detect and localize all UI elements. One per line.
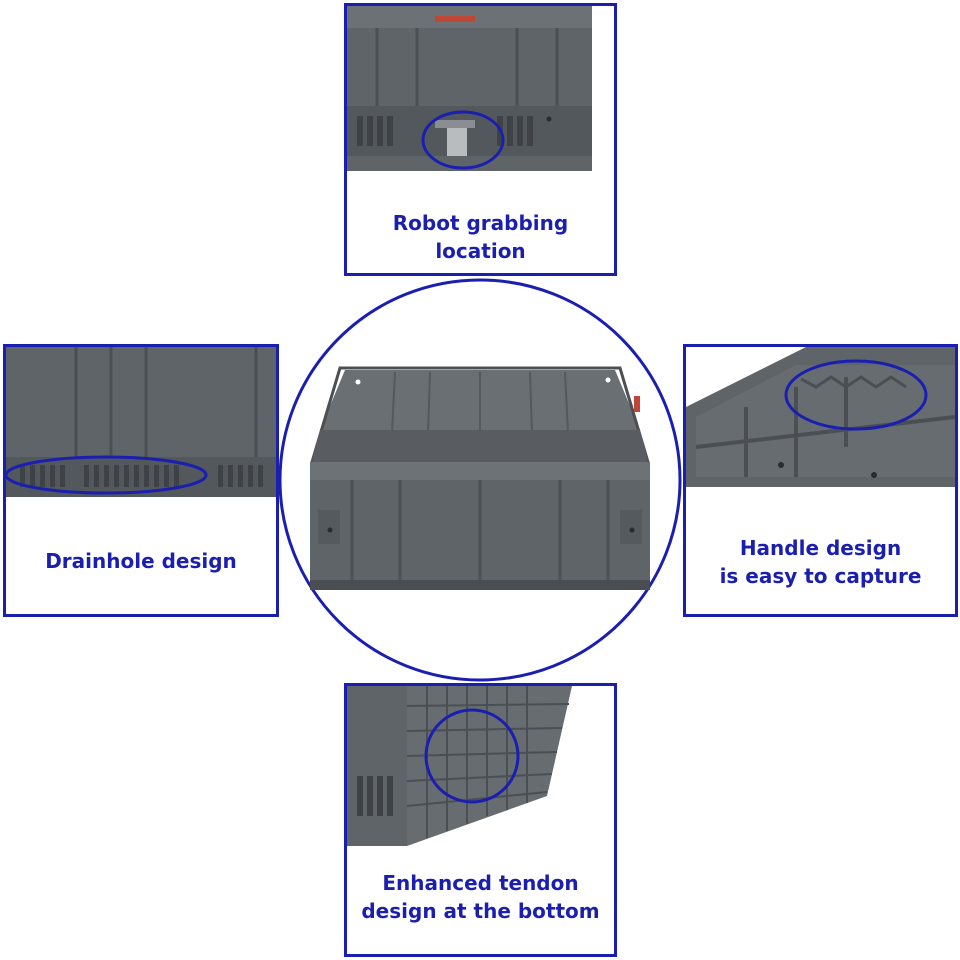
- callout-drainhole: Drainhole design: [3, 344, 279, 617]
- caption-line: Enhanced tendon: [382, 871, 579, 895]
- caption-line: Robot grabbing location: [392, 211, 569, 263]
- callout-tendon: Enhanced tendon design at the bottom: [344, 683, 617, 957]
- callout-top-caption: Robot grabbing location: [347, 209, 614, 265]
- callout-bottom-caption: Enhanced tendon design at the bottom: [347, 869, 614, 925]
- callout-right-caption: Handle design is easy to capture: [686, 534, 955, 590]
- crate-detail-bottom-image: [347, 686, 572, 846]
- crate-detail-left-image: [6, 347, 276, 512]
- caption-line: Drainhole design: [45, 549, 237, 573]
- caption-line: Handle design: [739, 536, 902, 560]
- crate-detail-top-image: [347, 6, 592, 171]
- caption-line: design at the bottom: [361, 899, 600, 923]
- caption-line: is easy to capture: [719, 564, 922, 588]
- callout-handle: Handle design is easy to capture: [683, 344, 958, 617]
- crate-detail-right-image: [686, 347, 955, 497]
- crate-inner-floor: [312, 430, 648, 462]
- callout-robot-grabbing: Robot grabbing location: [344, 3, 617, 276]
- center-circle: [278, 278, 682, 682]
- callout-left-caption: Drainhole design: [6, 547, 276, 575]
